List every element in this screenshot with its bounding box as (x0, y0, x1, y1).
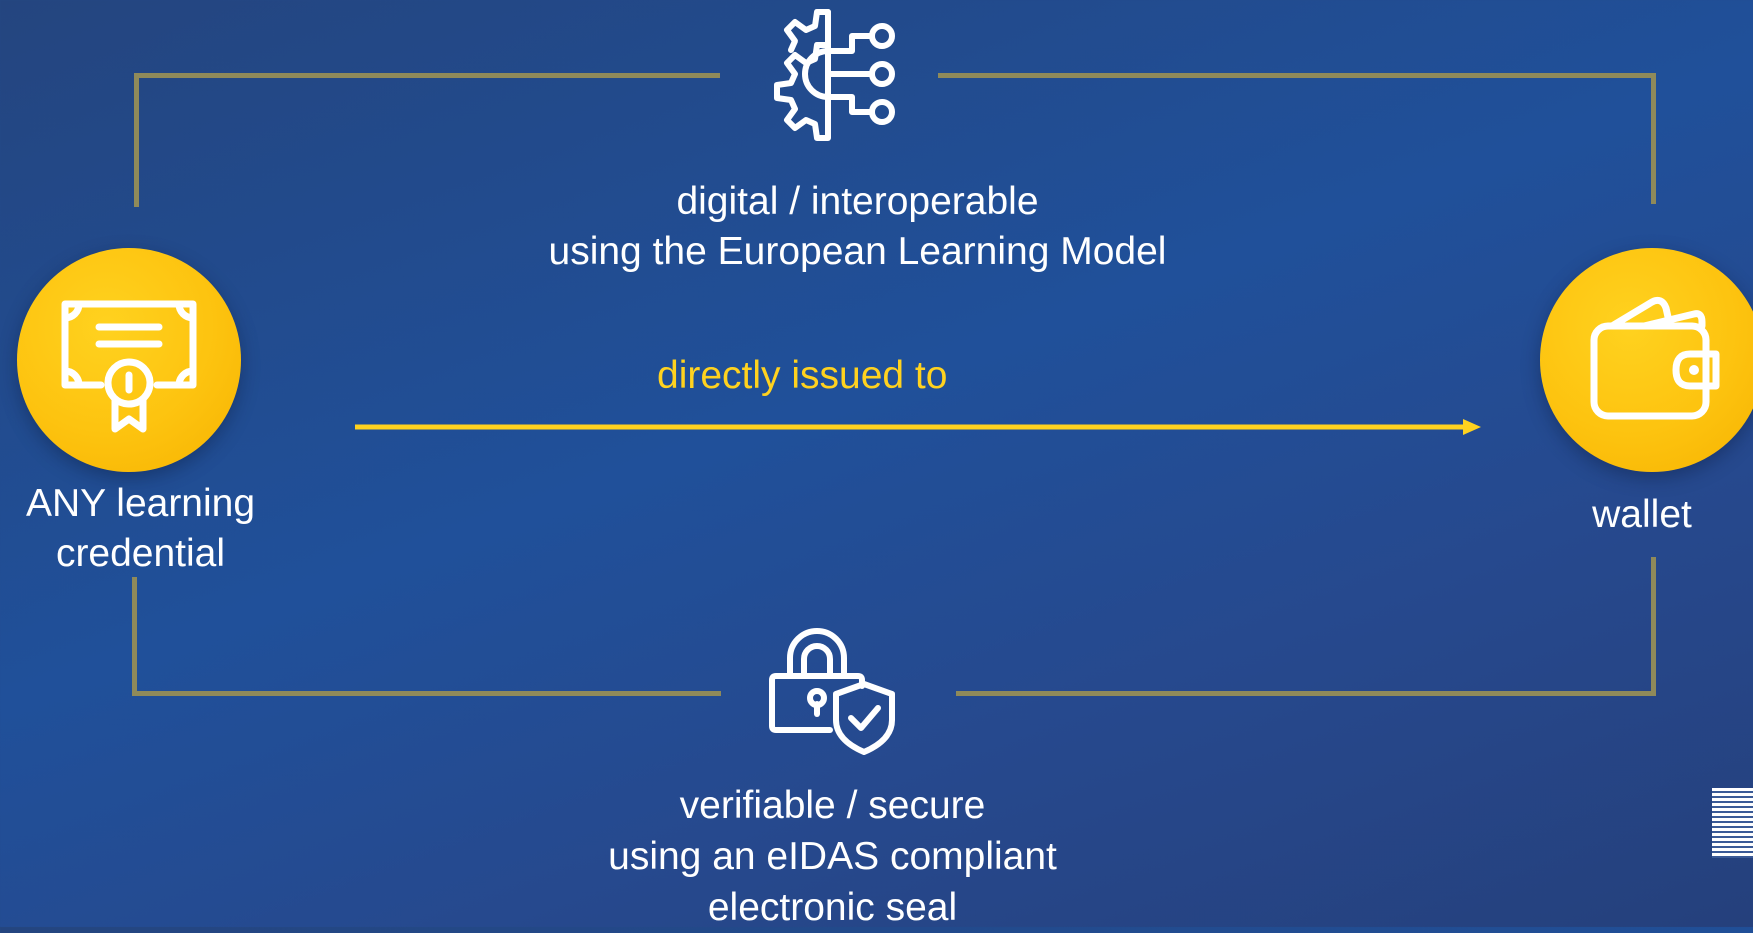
top-label-line2: using the European Learning Model (548, 230, 1167, 273)
top-label-line1: digital / interoperable (676, 180, 1039, 223)
wallet-label: wallet (1592, 493, 1692, 536)
frame-line-right-lower (1651, 557, 1656, 696)
lock-shield-icon (769, 628, 895, 755)
gear-network-icon (774, 9, 895, 141)
bottom-label: verifiable / secure using an eIDAS compl… (535, 780, 1130, 933)
wallet-icon (1590, 297, 1720, 420)
certificate-icon (61, 300, 197, 433)
bottom-label-line3: electronic seal (707, 886, 958, 929)
frame-line-top-left (134, 73, 720, 78)
building-logo (1712, 788, 1753, 858)
top-label: digital / interoperable using the Europe… (475, 177, 1240, 277)
frame-line-bottom-left (132, 691, 721, 696)
credential-node (17, 248, 241, 472)
frame-line-left-upper (134, 73, 139, 207)
credential-label-line2: credential (55, 532, 226, 575)
frame-line-top-right (938, 73, 1656, 78)
issue-arrow (355, 419, 1481, 435)
bottom-label-line2: using an eIDAS compliant (608, 835, 1057, 878)
arrow-label: directly issued to (657, 354, 948, 397)
frame-line-bottom-right (956, 691, 1656, 696)
frame-line-left-lower (132, 577, 137, 696)
wallet-node (1540, 248, 1753, 472)
credential-label: ANY learning credential (0, 479, 281, 579)
credential-label-line1: ANY learning (25, 482, 256, 525)
frame-line-right-upper (1651, 73, 1656, 204)
bottom-label-line1: verifiable / secure (679, 784, 986, 827)
